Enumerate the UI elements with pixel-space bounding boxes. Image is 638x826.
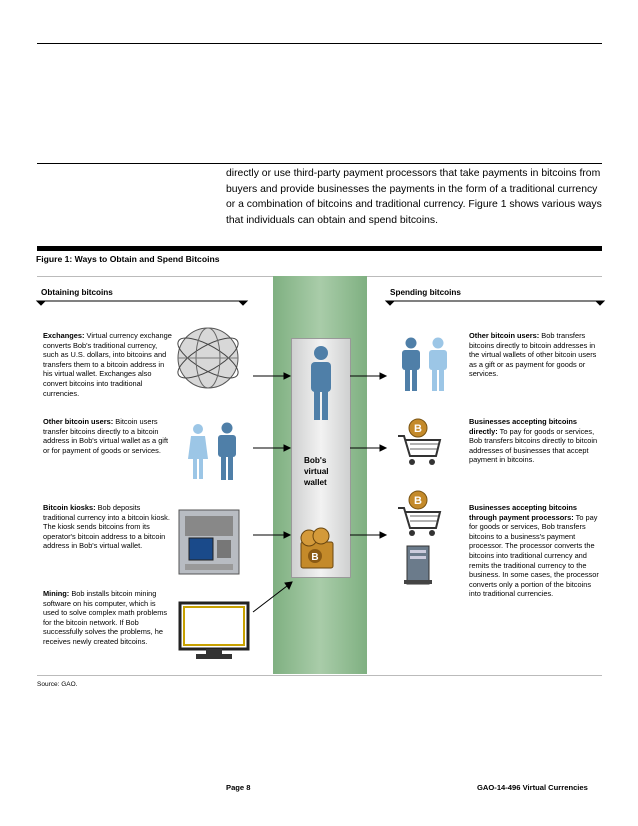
light-person-spend-icon [426,337,450,393]
shopping-cart-processor-icon: B [396,490,444,538]
globe-icon [170,320,246,396]
obtain-users-text: Other bitcoin users: Bitcoin users trans… [43,417,173,455]
obtain-kiosks-text: Bitcoin kiosks: Bob deposits traditional… [43,503,173,551]
wallet-label: Bob's virtual wallet [304,455,348,488]
server-icon [404,544,432,586]
male-person-small-icon [215,422,239,482]
female-person-icon [187,423,209,481]
report-id: GAO-14-496 Virtual Currencies [477,783,588,792]
page-number: Page 8 [226,783,250,792]
male-person-icon [306,345,336,425]
computer-icon [176,601,252,661]
wallet-coins-icon: B [297,526,337,570]
figure-source: Source: GAO. [37,681,77,688]
svg-text:B: B [311,552,318,563]
spend-direct-text: Businesses accepting bitcoins directly: … [469,417,599,465]
shopping-cart-icon: B [396,418,444,468]
svg-text:B: B [414,495,422,507]
svg-text:B: B [414,423,422,435]
bitcoin-kiosk-icon [177,508,241,576]
obtain-mining-text: Mining: Bob installs bitcoin mining soft… [43,589,173,647]
male-person-spend-icon [399,337,423,393]
spend-users-text: Other bitcoin users: Bob transfers bitco… [469,331,599,379]
obtain-exchanges-text: Exchanges: Virtual currency exchange con… [43,331,173,398]
spend-processor-text: Businesses accepting bitcoins through pa… [469,503,599,599]
